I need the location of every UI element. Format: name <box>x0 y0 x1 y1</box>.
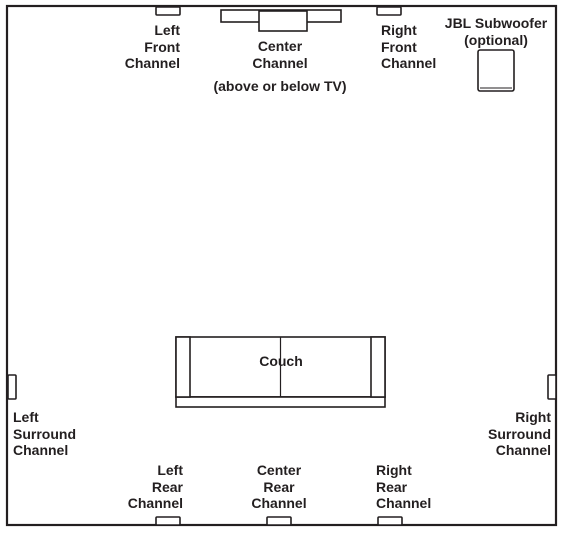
center-channel-note: (above or below TV) <box>213 78 347 94</box>
right-front-label: Right Front Channel <box>381 22 437 71</box>
right-surround-speaker <box>547 374 557 400</box>
right-rear-speaker <box>377 516 403 526</box>
couch <box>175 336 386 408</box>
subwoofer <box>477 49 515 92</box>
center-rear-speaker <box>266 516 292 526</box>
left-rear-speaker <box>155 516 181 526</box>
right-surround-label: Right Surround Channel <box>488 409 551 458</box>
subwoofer-label: JBL Subwoofer (optional) <box>444 15 548 48</box>
center-channel-label: Center Channel <box>252 38 308 71</box>
left-surround-speaker <box>7 374 17 400</box>
center-rear-label: Center Rear Channel <box>251 462 307 511</box>
right-front-speaker <box>376 6 402 16</box>
room-wall <box>5 4 558 527</box>
left-rear-label: Left Rear Channel <box>127 462 183 511</box>
left-surround-label: Left Surround Channel <box>13 409 76 458</box>
left-front-label: Left Front Channel <box>124 22 180 71</box>
left-front-speaker <box>155 6 181 16</box>
couch-label: Couch <box>259 353 303 369</box>
right-rear-label: Right Rear Channel <box>376 462 432 511</box>
center-channel-speaker <box>258 10 308 32</box>
